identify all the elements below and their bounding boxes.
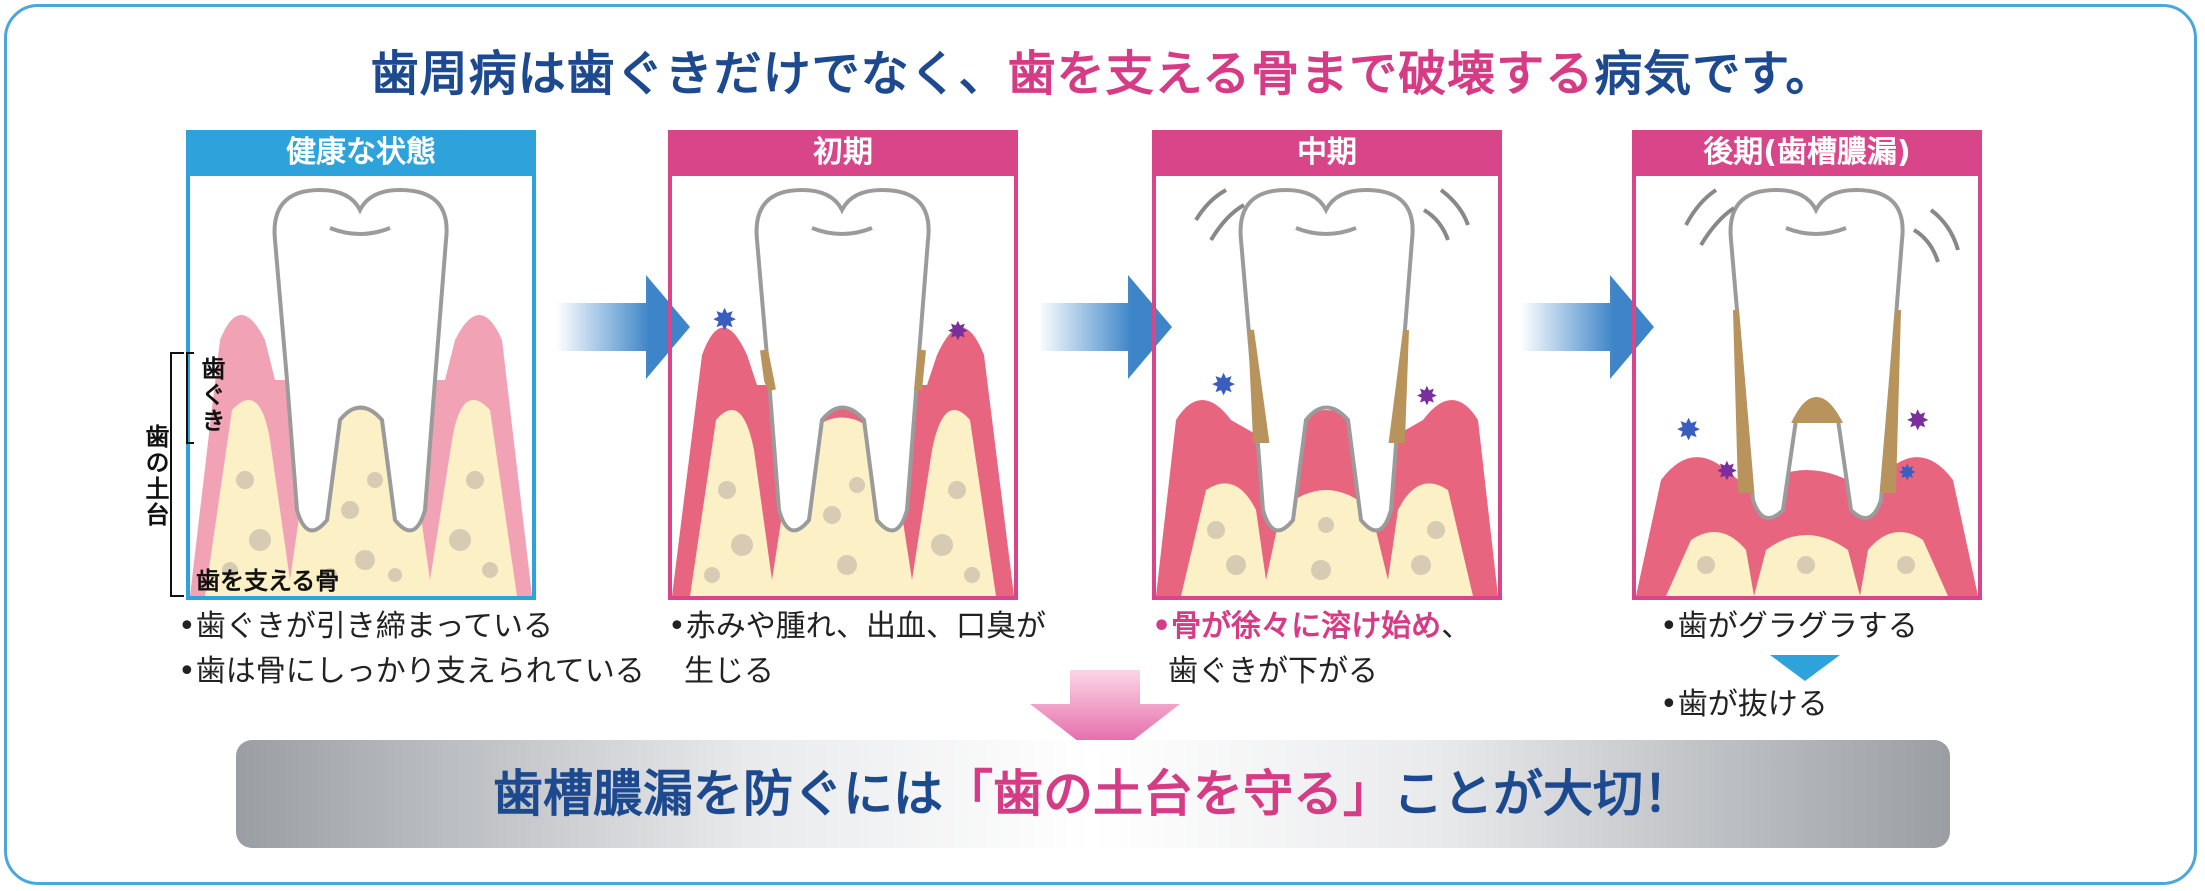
panel-late: 後期(歯槽膿漏) ✸ ✸ ✸ ✸ [1632, 130, 1982, 600]
bone [205, 400, 517, 596]
headline-highlight: 歯を支える骨まで破壊する [1007, 46, 1595, 102]
tooth-groove [1295, 226, 1357, 236]
bone-texture [222, 471, 498, 582]
shake-lines-right [1912, 208, 1960, 263]
bone [1181, 483, 1473, 596]
caption-late-1: •歯がグラグラする [1660, 609, 1918, 644]
caption-healthy-line2: •歯は骨にしっかり支えられている [178, 654, 645, 689]
stage-arrow-2 [1038, 275, 1172, 379]
tooth [1728, 187, 1905, 520]
tooth [272, 187, 449, 533]
gum-bracket [186, 352, 194, 444]
bacteria-icon: ✸ [1211, 368, 1236, 403]
bottom-banner: 歯槽膿漏を防ぐには「歯の土台を守る」ことが大切！ [236, 740, 1950, 848]
bone [690, 410, 996, 596]
foundation-bracket [170, 352, 184, 597]
caption-early-line2: 生じる [684, 654, 774, 689]
caption-healthy: •歯ぐきが引き締まっている •歯は骨にしっかり支えられている [178, 604, 645, 694]
panel-title-early: 初期 [668, 130, 1018, 176]
outer-frame [4, 4, 2197, 885]
pink-down-arrow-icon [1030, 670, 1180, 762]
bacteria-icon: ✸ [1716, 457, 1738, 487]
bacteria-icon: ✸ [1676, 413, 1701, 448]
tartar [1733, 309, 1901, 493]
caption-middle-line2: 歯ぐきが下がる [1168, 654, 1378, 689]
caption-middle-emphasis: •骨が徐々に溶け始め [1152, 609, 1442, 644]
bacteria-icon: ✸ [947, 317, 969, 347]
tooth-groove [1785, 226, 1847, 236]
banner-part3: ことが大切！ [1393, 765, 1693, 823]
bone-label: 歯を支える骨 [196, 567, 340, 595]
gum-label: 歯ぐき [197, 356, 225, 434]
caption-early: •赤みや腫れ、出血、口臭が 生じる [668, 604, 1046, 694]
healthy-tooth-illustration [190, 187, 532, 596]
bone-texture [704, 477, 980, 583]
tartar [1248, 329, 1409, 443]
banner-part1: 歯槽膿漏を防ぐには [493, 765, 943, 823]
caption-healthy-line1: •歯ぐきが引き締まっている [178, 609, 553, 644]
caption-middle-comma: 、 [1441, 609, 1472, 644]
tooth [754, 187, 931, 533]
panel-middle: 中期 ✸ ✸ [1152, 130, 1502, 600]
shake-lines-left [1194, 188, 1246, 242]
tartar [760, 349, 926, 392]
late-tooth-illustration: ✸ ✸ ✸ ✸ [1636, 187, 1978, 596]
early-tooth-illustration: ✸ ✸ [672, 187, 1014, 596]
stage-arrow-3 [1520, 275, 1654, 379]
panel-title-middle: 中期 [1152, 130, 1502, 176]
panel-healthy: 健康な状態 [186, 130, 536, 600]
bacteria-icon: ✸ [1906, 404, 1929, 437]
shake-lines-right [1422, 188, 1470, 241]
banner-highlight: 「歯の土台を守る」 [943, 765, 1393, 823]
caption-early-line1: •赤みや腫れ、出血、口臭が [668, 609, 1046, 644]
headline-part3: 病気です。 [1594, 46, 1835, 102]
caption-late-2: •歯が抜ける [1660, 687, 1828, 722]
panel-title-healthy: 健康な状態 [186, 130, 536, 176]
down-triangle-icon [1770, 655, 1840, 681]
shake-lines-left [1684, 188, 1736, 247]
bacteria-icon: ✸ [1416, 382, 1438, 412]
bacteria-icon: ✸ [712, 303, 737, 338]
panel-title-late: 後期(歯槽膿漏) [1632, 130, 1982, 176]
tooth-groove [329, 226, 391, 236]
bone-texture [1207, 517, 1445, 580]
middle-tooth-illustration: ✸ ✸ [1156, 187, 1498, 596]
stage-arrow-1 [556, 275, 690, 379]
caption-middle-line1: •骨が徐々に溶け始め、 [1152, 604, 1471, 649]
foundation-label: 歯の土台 [141, 424, 169, 528]
tooth-groove [811, 226, 873, 236]
headline: 歯周病は歯ぐきだけでなく、歯を支える骨まで破壊する病気です。 [0, 34, 2205, 104]
tooth [1238, 187, 1415, 533]
bacteria-icon: ✸ [1898, 461, 1916, 486]
bone-texture [1697, 556, 1915, 574]
headline-part1: 歯周病は歯ぐきだけでなく、 [370, 46, 1008, 102]
caption-middle: •骨が徐々に溶け始め、 歯ぐきが下がる [1152, 604, 1471, 694]
panel-early: 初期 ✸ ✸ [668, 130, 1018, 600]
